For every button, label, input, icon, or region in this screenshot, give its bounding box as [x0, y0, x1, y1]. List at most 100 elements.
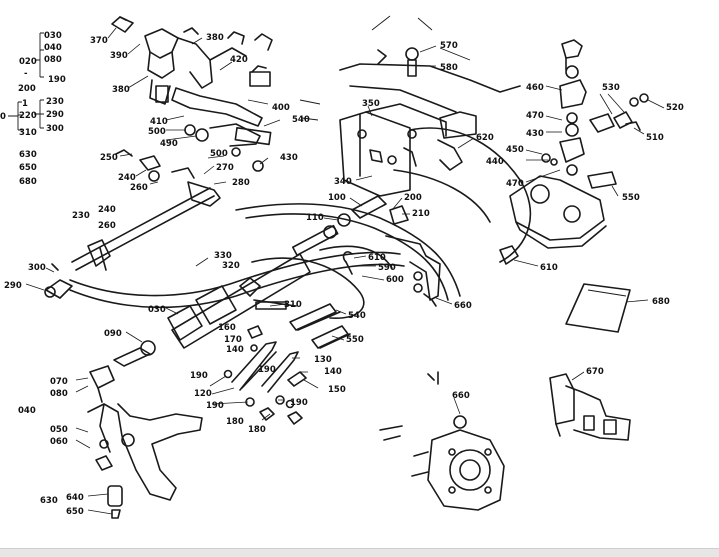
part-callout: 650 — [66, 507, 84, 517]
part-callout: 130 — [314, 355, 332, 365]
part-callout: 630 — [40, 496, 58, 506]
legend-label: 230 — [46, 97, 64, 107]
window-bottom-strip — [0, 548, 719, 557]
part-callout: 550 — [622, 193, 640, 203]
lower-right-bracket — [549, 373, 631, 441]
part-callout: 160 — [218, 323, 236, 333]
part-callout: 530 — [602, 83, 620, 93]
upper-bracket — [299, 15, 521, 139]
pump-assembly — [379, 371, 505, 511]
part-callout: 380 — [112, 85, 130, 95]
part-callout: 540 — [292, 115, 310, 125]
steering-pipes — [223, 303, 351, 425]
part-callout: 680 — [652, 297, 670, 307]
part-callout: 610 — [368, 253, 386, 263]
legend-label: 200 — [18, 84, 36, 94]
part-callout: 620 — [476, 133, 494, 143]
part-callout: 060 — [50, 437, 68, 447]
part-callout: 120 — [194, 389, 212, 399]
hydraulic-hoses — [69, 127, 532, 319]
part-callout: 240 — [98, 205, 116, 215]
legend-label: 030 — [44, 31, 62, 41]
legend-label: 1 — [22, 99, 28, 109]
part-callout: 490 — [160, 139, 178, 149]
part-callout: 440 — [486, 157, 504, 167]
part-callout: 500 — [148, 127, 166, 137]
steering-shaft-parts — [337, 195, 441, 307]
part-callout: 580 — [440, 63, 458, 73]
part-callout: 520 — [666, 103, 684, 113]
part-callout: 540 — [348, 311, 366, 321]
part-callout: 270 — [216, 163, 234, 173]
part-callout: 280 — [232, 178, 250, 188]
part-callout: 610 — [540, 263, 558, 273]
part-callout: 150 — [328, 385, 346, 395]
part-callout: 190 — [258, 365, 276, 375]
part-callout: 320 — [222, 261, 240, 271]
part-callout: 100 — [328, 193, 346, 203]
legend-label: 190 — [48, 75, 66, 85]
legend-labels: 030 040 020 080 - 190 200 230 1 0 220 29… — [0, 31, 66, 187]
part-callout: 660 — [452, 391, 470, 401]
part-callout: 470 — [506, 179, 524, 189]
manual-booklet — [565, 283, 631, 333]
part-callout: 080 — [50, 389, 68, 399]
leader-lines — [25, 27, 665, 515]
legend-label: 650 — [19, 163, 37, 173]
part-callout: 400 — [272, 103, 290, 113]
legend-label: 0 — [0, 112, 6, 122]
part-callout: 430 — [280, 153, 298, 163]
part-callout: 290 — [4, 281, 22, 291]
part-callout: 260 — [130, 183, 148, 193]
legend-label: - — [24, 69, 28, 79]
legend-label: 680 — [19, 177, 37, 187]
part-callout: 190 — [190, 371, 208, 381]
part-callout: 660 — [454, 301, 472, 311]
part-callout: 190 — [290, 398, 308, 408]
part-callout: 190 — [206, 401, 224, 411]
part-callout: 140 — [226, 345, 244, 355]
legend-label: 020 — [19, 57, 37, 67]
part-callout: 510 — [646, 133, 664, 143]
legend-group — [8, 32, 44, 131]
steering-valve-group — [111, 16, 273, 172]
part-callout: 330 — [214, 251, 232, 261]
part-callout: 500 — [210, 149, 228, 159]
part-callout: 460 — [526, 83, 544, 93]
part-callout: 260 — [98, 221, 116, 231]
part-callout: 240 — [118, 173, 136, 183]
legend-label: 290 — [46, 110, 64, 120]
part-callout: 430 — [526, 129, 544, 139]
steering-knuckle — [87, 340, 203, 519]
part-callout: 210 — [412, 209, 430, 219]
steering-cylinder — [167, 224, 339, 349]
part-callout: 030 — [148, 305, 166, 315]
part-callout: 590 — [378, 263, 396, 273]
legend-label: 310 — [19, 128, 37, 138]
part-callout: 230 — [72, 211, 90, 221]
legend-label: 080 — [44, 55, 62, 65]
part-callout: 420 — [230, 55, 248, 65]
part-callout: 170 — [224, 335, 242, 345]
part-callout: 450 — [506, 145, 524, 155]
part-callout: 110 — [306, 213, 324, 223]
legend-label: 040 — [44, 43, 62, 53]
part-callout: 600 — [386, 275, 404, 285]
part-callout: 310 — [284, 300, 302, 310]
part-callout: 040 — [18, 406, 36, 416]
part-callout: 370 — [90, 36, 108, 46]
part-callout: 350 — [362, 99, 380, 109]
part-callout: 570 — [440, 41, 458, 51]
drag-link-group — [44, 149, 221, 299]
part-callout: 670 — [586, 367, 604, 377]
part-callout: 640 — [66, 493, 84, 503]
part-callout: 180 — [248, 425, 266, 435]
right-valve-group — [499, 39, 649, 265]
part-callout: 200 — [404, 193, 422, 203]
part-callout: 050 — [50, 425, 68, 435]
part-callout: 250 — [100, 153, 118, 163]
part-callout: 140 — [324, 367, 342, 377]
part-callout: 090 — [104, 329, 122, 339]
